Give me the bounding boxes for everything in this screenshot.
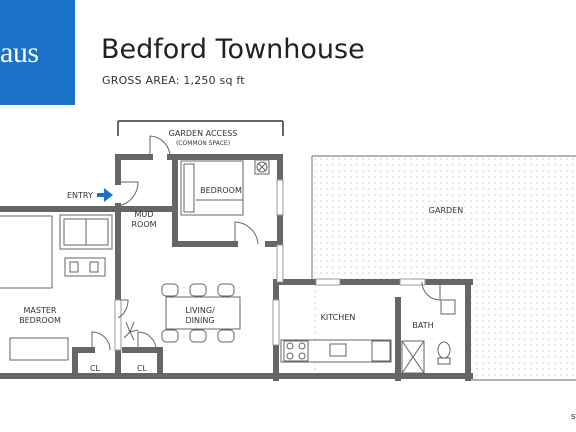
kitchen-label: KITCHEN	[321, 313, 356, 322]
kitchen-fixtures	[280, 339, 392, 363]
master-bedroom-furniture	[0, 214, 113, 361]
bedroom-furniture	[180, 159, 270, 216]
bath-sink	[440, 299, 456, 315]
doors	[91, 135, 441, 351]
garden-access-walls	[117, 120, 284, 136]
walls	[0, 154, 473, 381]
master-bedroom-label-line2: BEDROOM	[19, 316, 61, 325]
living-dining-label-line1: LIVING/	[185, 306, 215, 315]
logo-text: aus	[0, 36, 39, 69]
bed-headboard	[183, 163, 195, 213]
gross-area: GROSS AREA: 1,250 sq ft	[102, 74, 245, 87]
entry-arrow-icon	[97, 188, 113, 202]
entry-label: ENTRY	[67, 191, 93, 200]
page-title: Bedford Townhouse	[101, 34, 365, 65]
dining-table	[165, 296, 241, 330]
garden-label: GARDEN	[429, 206, 463, 215]
windows	[114, 179, 426, 351]
brand-logo: aus	[0, 0, 75, 105]
common-space-label: (COMMON SPACE)	[176, 140, 230, 147]
master-bed	[0, 215, 53, 289]
garden-access-label: GARDEN ACCESS	[169, 129, 238, 138]
kitchen-sink	[329, 343, 347, 357]
bedroom-label: BEDROOM	[200, 186, 242, 195]
corner-text: st	[570, 411, 576, 421]
mud-room-label-line2: ROOM	[131, 220, 156, 229]
dresser	[9, 337, 69, 361]
bath-label: BATH	[412, 321, 433, 330]
dining-furniture	[123, 283, 241, 343]
plant	[123, 321, 139, 341]
closet-label-1: CL	[90, 364, 101, 373]
living-dining-label-line2: DINING	[185, 316, 214, 325]
closet-label-2: CL	[137, 364, 148, 373]
fridge	[371, 340, 391, 362]
bath-fixtures	[401, 299, 456, 374]
mud-room-label-line1: MUD	[135, 210, 154, 219]
master-bedroom-label-line1: MASTER	[24, 306, 57, 315]
toilet	[437, 341, 451, 359]
